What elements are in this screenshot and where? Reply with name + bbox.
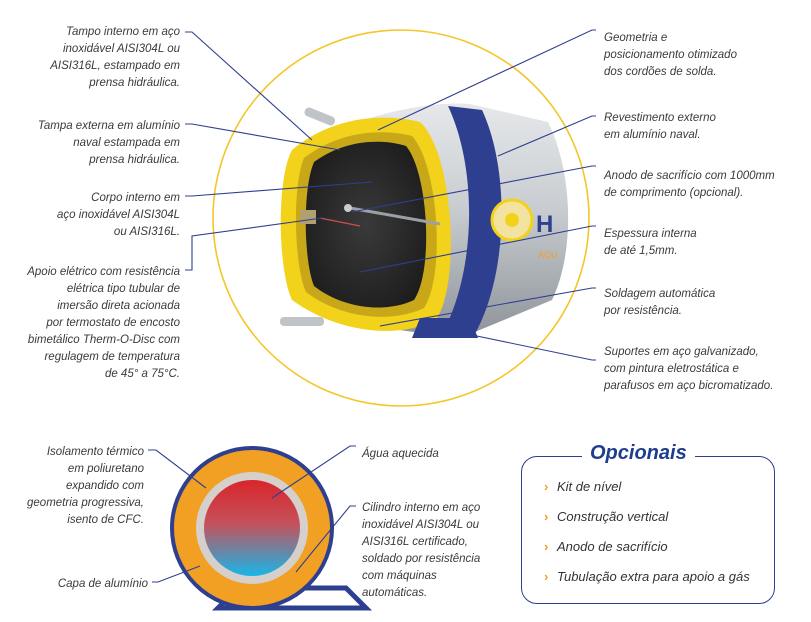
label-suportes: Suportes em aço galvanizado, com pintura… xyxy=(604,346,774,392)
brand-logo: H xyxy=(536,211,553,238)
label-revestimento: Revestimento externo em alumínio naval. xyxy=(604,112,716,141)
label-tampo-interno: Tampo interno em aço inoxidável AISI304L… xyxy=(50,26,180,89)
decorative-ring xyxy=(212,29,590,407)
chevron-right-icon: › xyxy=(544,569,549,584)
anode-rod xyxy=(349,206,441,226)
label-corpo-interno: Corpo interno em aço inoxidável AISI304L… xyxy=(57,192,180,238)
label-cilindro: Cilindro interno em aço inoxidável AISI3… xyxy=(362,502,481,599)
support-bracket xyxy=(412,318,478,338)
list-item: ›Kit de nível xyxy=(544,479,622,494)
chevron-right-icon: › xyxy=(544,539,549,554)
electrical-support xyxy=(300,210,316,224)
heating-element xyxy=(319,217,361,227)
chevron-right-icon: › xyxy=(544,479,549,494)
list-item: ›Tubulação extra para apoio a gás xyxy=(544,569,750,584)
label-agua: Água aquecida xyxy=(362,448,439,460)
label-isolamento: Isolamento térmico em poliuretano expand… xyxy=(27,446,144,526)
cross-section xyxy=(170,446,373,611)
leader-lines xyxy=(148,29,596,583)
brand-sub: AQU xyxy=(538,250,558,260)
list-item: ›Anodo de sacrifício xyxy=(544,539,668,554)
chevron-right-icon: › xyxy=(544,509,549,524)
label-anodo: Anodo de sacrifício com 1000mm de compri… xyxy=(604,170,775,199)
water-heater xyxy=(280,103,569,338)
pipe-top xyxy=(304,107,336,126)
list-item: ›Construção vertical xyxy=(544,509,669,524)
label-apoio-eletrico: Apoio elétrico com resistência elétrica … xyxy=(27,266,180,380)
label-geometria: Geometria e posicionamento otimizado dos… xyxy=(604,32,737,78)
label-soldagem: Soldagem automática por resistência. xyxy=(604,288,716,317)
blue-band xyxy=(442,106,502,334)
inner-tank xyxy=(305,141,427,308)
opcionais-title: Opcionais xyxy=(582,440,695,466)
heated-water xyxy=(204,480,300,576)
label-espessura: Espessura interna de até 1,5mm. xyxy=(604,228,697,257)
opcionais-list: ›Kit de nível ›Construção vertical ›Anod… xyxy=(544,478,750,598)
label-capa: Capa de alumínio xyxy=(57,578,148,590)
label-tampa-externa: Tampa externa em alumínio naval estampad… xyxy=(37,120,180,166)
pipe-bottom xyxy=(280,317,324,326)
